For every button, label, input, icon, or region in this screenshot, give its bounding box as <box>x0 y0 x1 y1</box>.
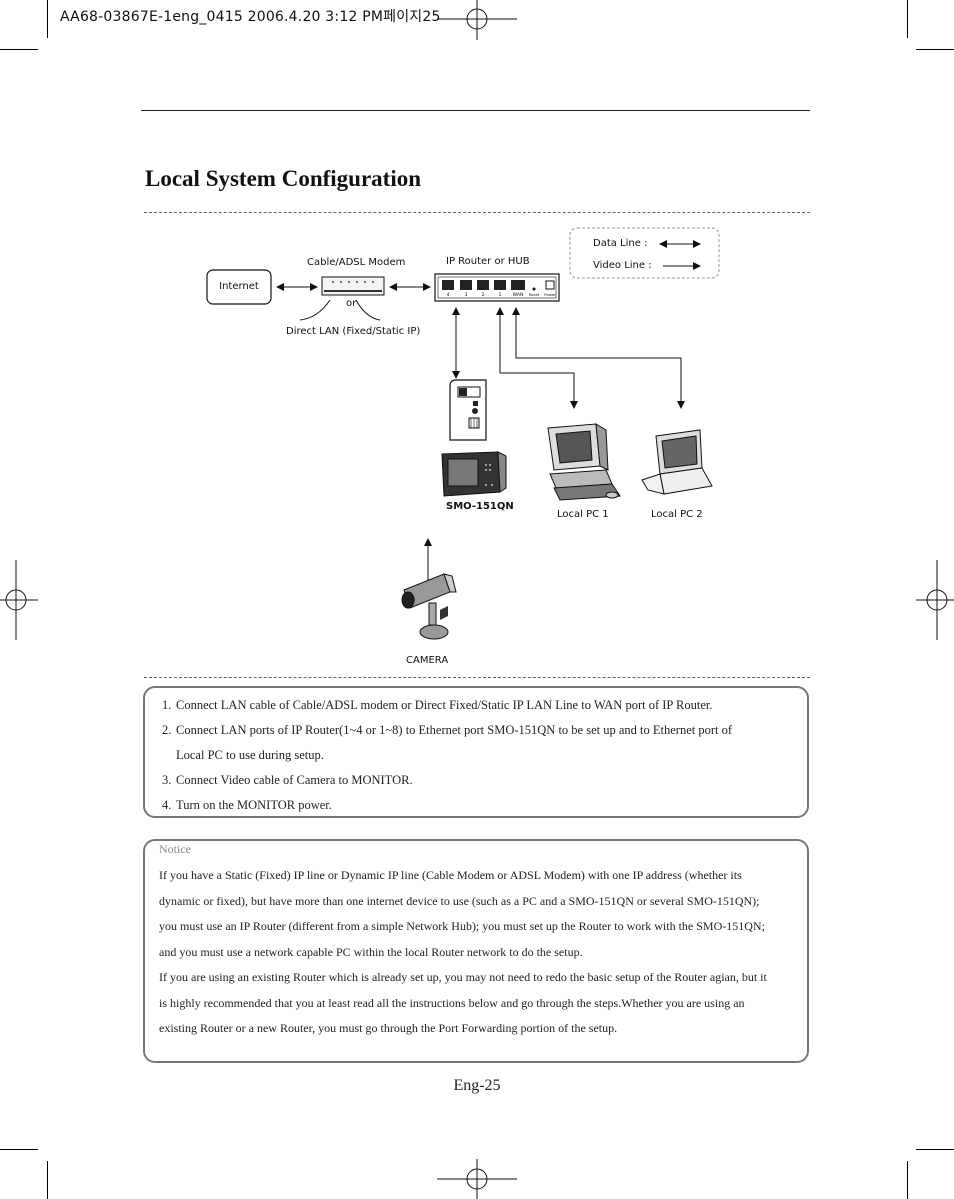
camera-label: CAMERA <box>406 655 449 666</box>
router-port-wan: WAN <box>513 292 524 298</box>
router-port-1: 1 <box>499 292 502 298</box>
smo-monitor-icon <box>441 451 507 497</box>
smo-label: SMO-151QN <box>446 501 514 512</box>
notice-line: and you must use a network capable PC wi… <box>159 944 583 959</box>
or-curve-right <box>355 299 381 321</box>
router-port-2: 2 <box>482 292 485 298</box>
registration-mark-top <box>437 0 517 40</box>
crop-mark <box>0 49 38 50</box>
smo-rear-panel-icon <box>449 379 487 441</box>
header-rule <box>141 110 810 111</box>
setup-step-continuation: Local PC to use during setup. <box>176 748 324 762</box>
notice-line: is highly recommended that you at least … <box>159 995 745 1010</box>
crop-mark <box>47 0 48 38</box>
direct-lan-label: Direct LAN (Fixed/Static IP) <box>286 326 421 337</box>
setup-step: 4.Turn on the MONITOR power. <box>162 798 332 812</box>
local-pc2-label: Local PC 2 <box>651 509 703 520</box>
dashed-divider-bottom <box>144 677 810 678</box>
modem-icon <box>321 276 385 296</box>
local-pc1-label: Local PC 1 <box>557 509 609 520</box>
internet-label: Internet <box>219 281 259 292</box>
legend-data-line: Data Line : <box>593 238 648 249</box>
crop-mark <box>907 1161 908 1199</box>
crop-mark <box>0 1149 38 1150</box>
notice-box: Notice If you have a Static (Fixed) IP l… <box>143 839 809 1063</box>
setup-step: 2.Connect LAN ports of IP Router(1~4 or … <box>162 723 733 737</box>
router-icon <box>434 273 560 302</box>
setup-steps-list: 1.Connect LAN cable of Cable/ADSL modem … <box>162 693 792 818</box>
notice-line: dynamic or fixed), but have more than on… <box>159 893 760 908</box>
setup-step: 3.Connect Video cable of Camera to MONIT… <box>162 773 413 787</box>
registration-mark-left <box>0 560 38 640</box>
or-label: or <box>346 298 357 309</box>
page-number: Eng-25 <box>453 1077 501 1094</box>
dashed-divider-top <box>144 212 810 213</box>
local-pc1-icon <box>547 423 621 501</box>
notice-line: If you are using an existing Router whic… <box>159 970 767 984</box>
router-port-4: 4 <box>447 292 450 298</box>
router-reset-label: Reset <box>529 292 540 297</box>
internet-box <box>206 269 272 305</box>
print-header: AA68-03867E-1eng_0415 2006.4.20 3:12 PM페… <box>60 9 441 25</box>
notice-line: If you have a Static (Fixed) IP line or … <box>159 868 742 882</box>
notice-line: existing Router or a new Router, you mus… <box>159 1021 618 1035</box>
notice-body: If you have a Static (Fixed) IP line or … <box>159 863 799 1042</box>
crop-mark <box>916 49 954 50</box>
setup-steps-box: 1.Connect LAN cable of Cable/ADSL modem … <box>143 686 809 818</box>
crop-mark <box>907 0 908 38</box>
router-label: IP Router or HUB <box>446 256 530 267</box>
legend-box <box>569 227 720 279</box>
router-power-label: Power <box>544 292 556 297</box>
setup-step: 1.Connect LAN cable of Cable/ADSL modem … <box>162 698 713 712</box>
notice-label: Notice <box>159 842 191 856</box>
router-pc2-link <box>512 307 685 409</box>
camera-icon <box>401 573 457 640</box>
crop-mark <box>916 1149 954 1150</box>
modem-label: Cable/ADSL Modem <box>307 257 406 268</box>
or-curve-left <box>299 299 331 321</box>
router-port-3: 3 <box>465 292 468 298</box>
legend-video-line: Video Line : <box>593 260 652 271</box>
crop-mark <box>47 1161 48 1199</box>
registration-mark-bottom <box>437 1159 517 1199</box>
registration-mark-right <box>916 560 954 640</box>
local-pc2-icon <box>641 429 713 495</box>
network-diagram: 4 3 2 1 WAN Reset Power <box>206 227 720 640</box>
notice-line: you must use an IP Router (different fro… <box>159 919 765 933</box>
page-title: Local System Configuration <box>145 166 421 191</box>
